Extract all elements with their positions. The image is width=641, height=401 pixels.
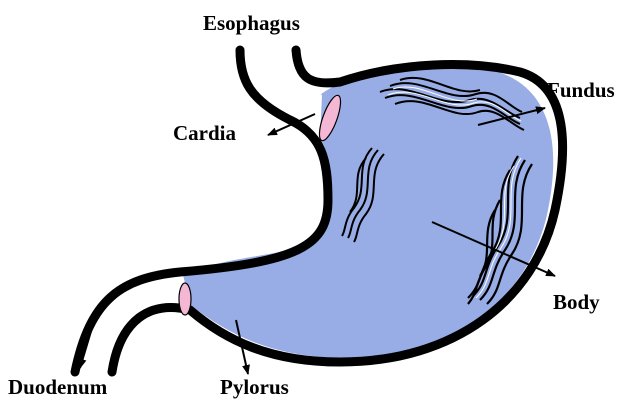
label-fundus: Fundus bbox=[547, 80, 615, 101]
label-esophagus: Esophagus bbox=[203, 13, 300, 34]
label-body: Body bbox=[553, 292, 600, 313]
label-duodenum: Duodenum bbox=[8, 377, 107, 398]
pyloric-sphincter bbox=[179, 283, 191, 315]
label-cardia: Cardia bbox=[173, 123, 236, 144]
label-pylorus: Pylorus bbox=[220, 377, 289, 398]
